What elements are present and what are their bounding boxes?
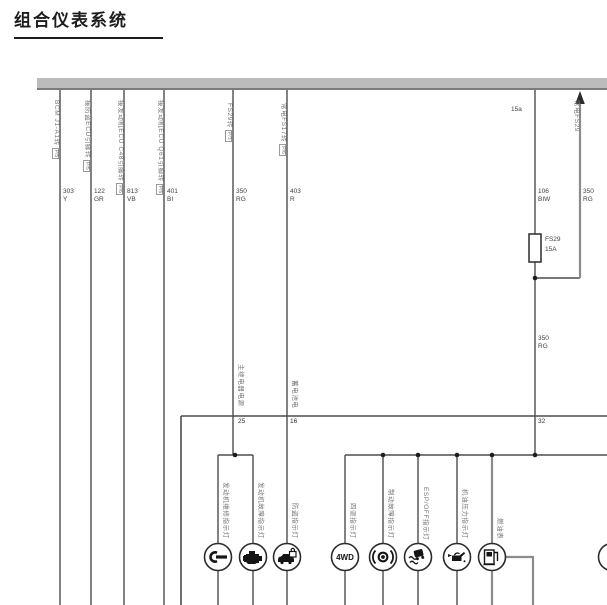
wire-code: 350 RG [583, 188, 594, 203]
fuse-symbol [528, 233, 542, 263]
page-ref: P/3 [225, 130, 232, 142]
page-ref: P/6 [156, 183, 163, 196]
esp-off-icon [408, 549, 425, 565]
page-ref: P/6 [116, 183, 123, 195]
wire-code: 106 BIW [538, 188, 551, 203]
pin-number-32: 32 [538, 418, 546, 425]
connection-label-bcm: BCM J1-A1转P/5 [52, 100, 60, 160]
wire-code: 813 VB [127, 188, 138, 203]
brake-icon [372, 549, 394, 565]
indicator-label-esp-off: ESP/OFF指示灯 [422, 487, 429, 541]
wire-code: 401 BI [167, 188, 178, 203]
pin-number-16: 16 [290, 418, 298, 425]
page-ref: P/6 [279, 144, 286, 156]
indicator-label-engine-fault: 发动机故障指示灯 [257, 482, 264, 539]
wire-code: 403 R [290, 188, 301, 203]
engine-icon [243, 551, 262, 564]
indicator-label-engine-service: 发动机维修指示灯 [222, 482, 229, 539]
wrench-icon [209, 551, 227, 563]
connection-label-fs29: FS29转P/3 [225, 103, 233, 142]
pin-function-battery: 蓄电池电 [291, 380, 298, 409]
power-bus-bar [37, 78, 607, 90]
4wd-icon: 4WD [336, 553, 354, 562]
junction-dots [232, 275, 538, 458]
security-icon [278, 547, 297, 565]
connection-label-ecu-c48: 接发动机ECU C48引脚转P/6 [116, 100, 124, 195]
terminal-15a-label: 15a [511, 106, 522, 113]
wire-code: 303 Y [63, 188, 74, 203]
wire-lines [59, 90, 607, 605]
indicator-label-4wd: 四驱指示灯 [349, 503, 356, 539]
pin-number-25: 25 [238, 418, 246, 425]
arrow-destination-label: 常电FS29 [573, 100, 580, 133]
indicator-label-brake-fault: 制动故障指示灯 [387, 489, 394, 539]
page-ref: P/5 [83, 160, 90, 172]
wire-code: 122 GR [94, 188, 105, 203]
indicator-label-oil-pressure: 机油压力指示灯 [461, 489, 468, 539]
page-ref: P/5 [52, 147, 59, 160]
fuse-rating-label: 15A [545, 246, 557, 253]
indicator-label-fuel-gauge: 燃油表 [496, 518, 503, 540]
oil-pressure-icon [448, 552, 466, 563]
fuse-name-label: FS29 [545, 236, 561, 243]
wire-lines-gray [490, 103, 582, 605]
connection-label-fs17: 常电FS17转P/6 [279, 103, 287, 156]
indicator-lamps [203, 542, 607, 572]
wire-code: 350 RG [236, 188, 247, 203]
fuel-pump-icon [483, 549, 499, 566]
wire-code: 350 RG [538, 335, 549, 350]
indicator-label-security: 防盗指示灯 [291, 503, 298, 539]
svg-text:4WD: 4WD [336, 553, 354, 562]
connection-label-immobilizer: 接防盗ECU引脚转P/5 [83, 100, 91, 172]
page-title: 组合仪表系统 [14, 11, 128, 30]
connection-label-ecu-q61: 接发动机ECU Q61引脚转P/6 [156, 100, 164, 196]
title-underline [14, 37, 163, 39]
pin-function-main-relay: 主继电器电源 [237, 364, 244, 407]
arrow-up-icon [575, 91, 585, 104]
